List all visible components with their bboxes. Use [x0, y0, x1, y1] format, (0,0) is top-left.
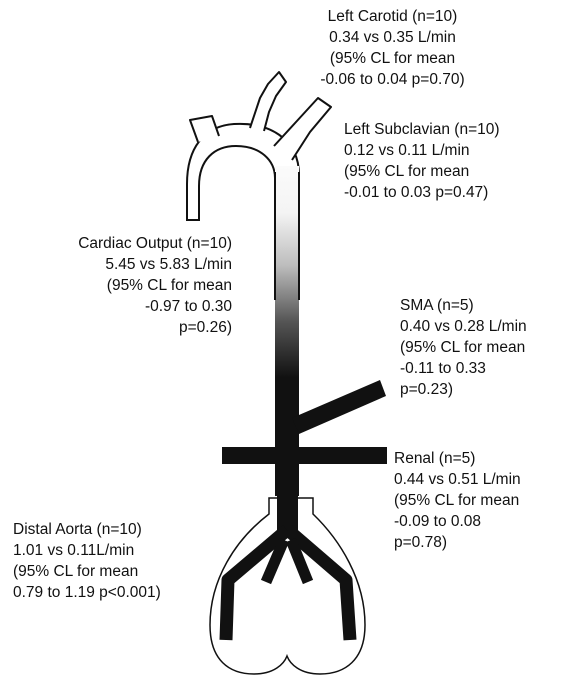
renal-title: Renal (n=5) [394, 448, 559, 469]
label-cardiac-output: Cardiac Output (n=10) 5.45 vs 5.83 L/min… [20, 233, 232, 338]
distal-aorta-ci-label: (95% CL for mean [13, 561, 213, 582]
renal-p-value: p=0.78) [394, 532, 559, 553]
label-sma: SMA (n=5) 0.40 vs 0.28 L/min (95% CL for… [400, 295, 560, 400]
distal-aorta-title: Distal Aorta (n=10) [13, 519, 213, 540]
cardiac-output-flow: 5.45 vs 5.83 L/min [20, 254, 232, 275]
sma-p-value: p=0.23) [400, 379, 560, 400]
left-subclavian-ci-values: -0.01 to 0.03 p=0.47) [344, 182, 544, 203]
left-carotid-title: Left Carotid (n=10) [300, 6, 485, 27]
sma-artery [292, 380, 386, 434]
distal-aorta-ci-values: 0.79 to 1.19 p<0.001) [13, 582, 213, 603]
renal-flow: 0.44 vs 0.51 L/min [394, 469, 559, 490]
left-subclavian-artery [274, 98, 331, 160]
sma-ci-values: -0.11 to 0.33 [400, 358, 560, 379]
distal-aorta [277, 464, 298, 536]
sma-title: SMA (n=5) [400, 295, 560, 316]
left-carotid-flow: 0.34 vs 0.35 L/min [300, 27, 485, 48]
left-subclavian-title: Left Subclavian (n=10) [344, 119, 544, 140]
sma-flow: 0.40 vs 0.28 L/min [400, 316, 560, 337]
renal-arteries [222, 447, 387, 464]
label-left-carotid: Left Carotid (n=10) 0.34 vs 0.35 L/min (… [300, 6, 485, 90]
label-distal-aorta: Distal Aorta (n=10) 1.01 vs 0.11L/min (9… [13, 519, 213, 603]
cardiac-output-ci-values: -0.97 to 0.30 [20, 296, 232, 317]
renal-ci-label: (95% CL for mean [394, 490, 559, 511]
distal-aorta-flow: 1.01 vs 0.11L/min [13, 540, 213, 561]
cardiac-output-ci-label: (95% CL for mean [20, 275, 232, 296]
descending-aorta [275, 166, 299, 496]
cardiac-output-title: Cardiac Output (n=10) [20, 233, 232, 254]
left-carotid-artery [250, 72, 286, 131]
left-carotid-ci-label: (95% CL for mean [300, 48, 485, 69]
renal-ci-values: -0.09 to 0.08 [394, 511, 559, 532]
left-carotid-ci-values: -0.06 to 0.04 p=0.70) [300, 69, 485, 90]
cardiac-output-p-value: p=0.26) [20, 317, 232, 338]
left-subclavian-ci-label: (95% CL for mean [344, 161, 544, 182]
left-subclavian-flow: 0.12 vs 0.11 L/min [344, 140, 544, 161]
sma-ci-label: (95% CL for mean [400, 337, 560, 358]
label-left-subclavian: Left Subclavian (n=10) 0.12 vs 0.11 L/mi… [344, 119, 544, 203]
label-renal: Renal (n=5) 0.44 vs 0.51 L/min (95% CL f… [394, 448, 559, 553]
